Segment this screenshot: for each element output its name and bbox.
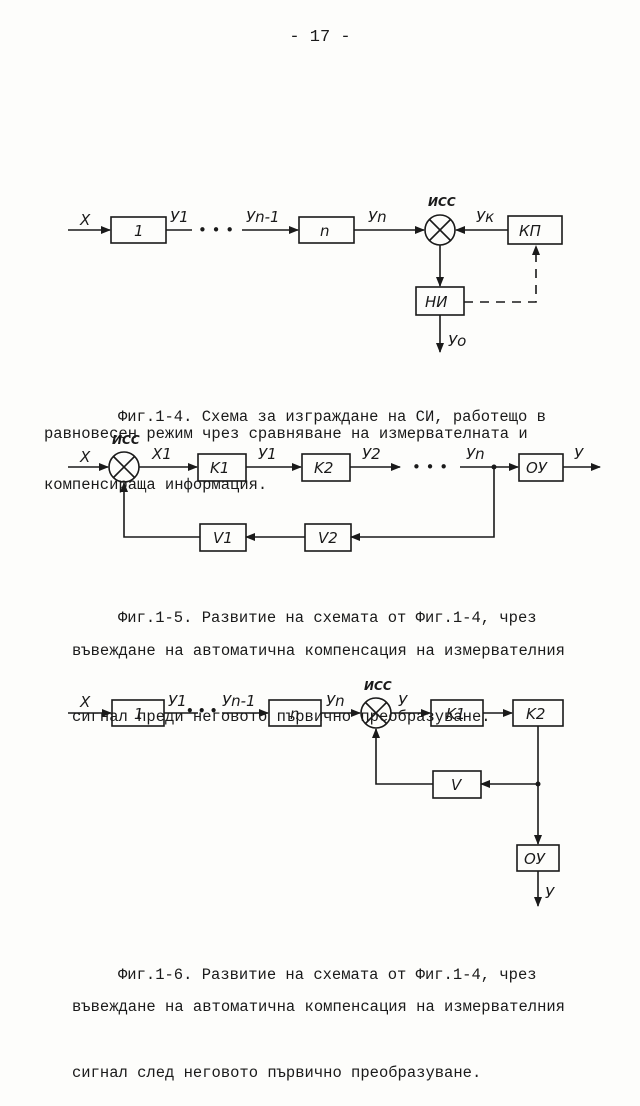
figure-1-4-caption-cont: равновесен режим чрез сравняване на изме… <box>44 389 528 512</box>
label-y: У <box>398 692 408 710</box>
label-iss: ИСС <box>428 195 456 209</box>
label-yn: Уn <box>466 445 485 463</box>
label-block-1: 1 <box>134 705 144 723</box>
label-v: V <box>451 776 463 794</box>
label-x: X <box>79 448 91 466</box>
label-x1: X1 <box>151 445 172 463</box>
caption-line: сигнал след неговото първично преобразув… <box>72 1064 482 1082</box>
block-kp <box>507 215 563 245</box>
label-v1: V1 <box>213 529 233 547</box>
label-block-n: n <box>290 705 300 723</box>
label-y1: У1 <box>168 692 187 710</box>
label-yn: Уn <box>326 692 345 710</box>
figure-1-4-caption: Фиг.1-4. Схема за изграждане на СИ, рабо… <box>118 372 546 444</box>
page-number: - 17 - <box>289 28 351 47</box>
figure-1-6-diagram: X 1 У1 • • • Уn-1 n Уn ИСС У K1 K2 V ОУ … <box>68 679 564 907</box>
figure-1-6-caption: Фиг.1-6. Развитие на схемата от Фиг.1-4,… <box>118 930 537 1002</box>
feedback-dashed-line <box>464 245 540 303</box>
caption-line: равновесен режим чрез сравняване на изме… <box>44 425 528 443</box>
label-iss: ИСС <box>364 679 392 693</box>
label-y: У <box>574 445 584 463</box>
figure-1-4-diagram: X 1 У1 • • • Уn-1 n Уn ИСС Ук КП НИ Уо <box>68 195 563 353</box>
label-k1: K1 <box>210 459 229 477</box>
label-oy: ОУ <box>524 850 546 868</box>
caption-line: въвеждане на автоматична компенсация на … <box>72 642 565 660</box>
caption-line: Фиг.1-4. Схема за изграждане на СИ, рабо… <box>118 408 546 426</box>
label-yo: Уо <box>448 332 466 350</box>
caption-line: Фиг.1-5. Развитие на схемата от Фиг.1-4,… <box>118 609 537 627</box>
feedback-line <box>350 467 495 541</box>
label-yn-1: Уn-1 <box>246 208 280 226</box>
label-dots: • • • <box>412 458 448 476</box>
label-iss: ИСС <box>112 433 140 447</box>
label-dots: • • • <box>198 221 234 239</box>
label-k1: K1 <box>446 705 465 723</box>
label-k2: K2 <box>526 705 545 723</box>
label-yn-1: Уn-1 <box>222 692 256 710</box>
label-y2: У2 <box>362 445 381 463</box>
label-yk: Ук <box>476 208 494 226</box>
label-block-1: 1 <box>134 222 144 240</box>
label-x: X <box>79 693 91 711</box>
label-ni: НИ <box>425 293 448 311</box>
junction-dot <box>535 781 541 787</box>
label-y-out: У <box>545 884 555 902</box>
label-y1: У1 <box>170 208 189 226</box>
figure-1-6-caption-cont: въвеждане на автоматична компенсация на … <box>72 952 565 1106</box>
figure-1-5-diagram: X ИСС X1 K1 У1 K2 У2 • • • Уn ОУ У V1 V2 <box>68 433 601 552</box>
label-dots: • • • <box>186 704 217 718</box>
label-kp: КП <box>519 222 541 240</box>
junction-dot <box>491 464 497 470</box>
caption-line: въвеждане на автоматична компенсация на … <box>72 998 565 1016</box>
label-v2: V2 <box>318 529 338 547</box>
label-k2: K2 <box>314 459 333 477</box>
caption-line: Фиг.1-6. Развитие на схемата от Фиг.1-4,… <box>118 966 537 984</box>
label-yn: Уn <box>368 208 387 226</box>
label-block-n: n <box>320 222 330 240</box>
figure-1-5-caption: Фиг.1-5. Развитие на схемата от Фиг.1-4,… <box>118 573 537 645</box>
label-x: X <box>79 211 91 229</box>
label-y1: У1 <box>258 445 277 463</box>
label-oy: ОУ <box>526 459 548 477</box>
